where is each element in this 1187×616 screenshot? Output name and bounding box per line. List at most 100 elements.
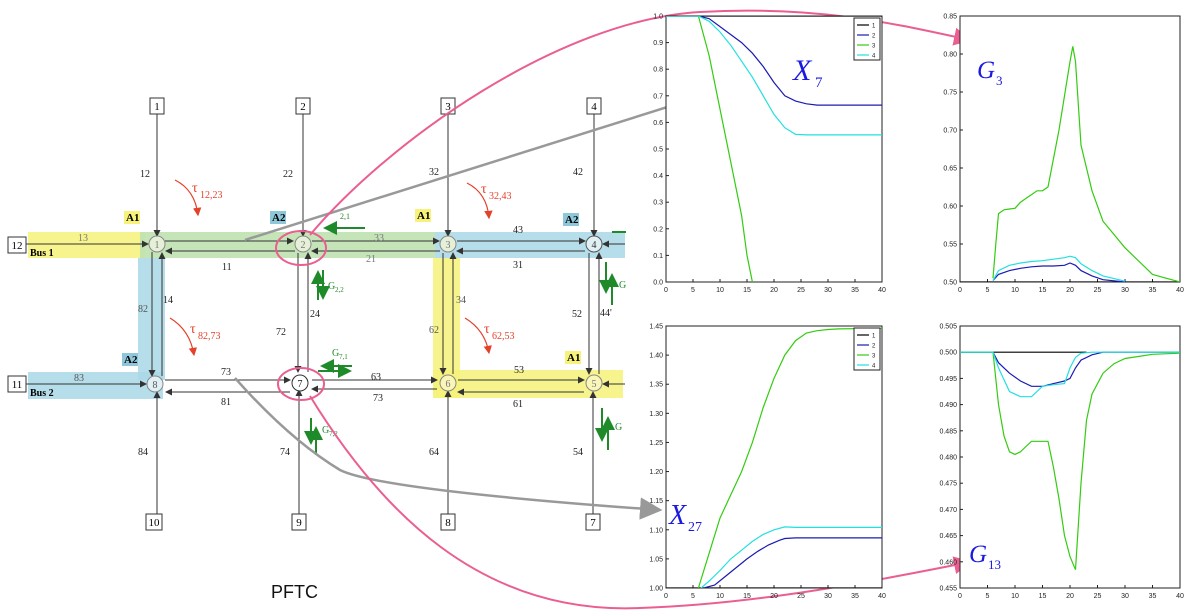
legend-label: 1 xyxy=(872,334,876,340)
y-tick-label: 0.85 xyxy=(943,14,957,21)
y-tick-label: 0.480 xyxy=(939,455,957,462)
link-label: 82 xyxy=(138,304,148,315)
signal-sub: 2,2 xyxy=(335,286,344,294)
link-label: 84 xyxy=(138,447,148,458)
y-tick-label: 0.495 xyxy=(939,376,957,383)
y-tick-label: 1.45 xyxy=(649,324,663,331)
signal-label: G xyxy=(332,348,339,359)
bus-1-label: Bus 1 xyxy=(30,248,54,259)
y-tick-label: 0.5 xyxy=(653,147,663,154)
y-tick-label: 0.7 xyxy=(653,93,663,100)
node-4: 4 xyxy=(592,240,597,251)
x-tick-label: 0 xyxy=(664,593,668,600)
y-tick-label: 0.1 xyxy=(653,253,663,260)
link-label: 33 xyxy=(374,233,384,244)
signal-label: G xyxy=(615,422,622,433)
y-tick-label: 0.460 xyxy=(939,559,957,566)
link-label: 13 xyxy=(78,233,88,244)
x-tick-label: 40 xyxy=(878,593,886,600)
link-label: 62 xyxy=(429,325,439,336)
road-links xyxy=(26,114,625,514)
tau-sub: 82,73 xyxy=(198,331,221,342)
x-tick-label: 15 xyxy=(743,287,751,294)
series-3-line xyxy=(960,351,1180,570)
y-tick-label: 1.35 xyxy=(649,382,663,389)
link-label: 83 xyxy=(74,373,84,384)
x-tick-label: 0 xyxy=(958,593,962,600)
x-tick-label: 10 xyxy=(1011,593,1019,600)
legend-label: 1 xyxy=(872,24,876,30)
area-tag: A1 xyxy=(567,352,580,364)
tau-label: τ xyxy=(192,181,198,196)
y-tick-label: 0.485 xyxy=(939,428,957,435)
legend-label: 3 xyxy=(872,44,876,50)
x7-label-sub: 7 xyxy=(815,75,823,91)
tau-label: τ xyxy=(190,322,196,337)
node-7: 7 xyxy=(298,379,303,390)
y-tick-label: 1.30 xyxy=(649,411,663,418)
x27-label: X xyxy=(668,500,687,531)
node-8: 8 xyxy=(153,380,158,391)
y-tick-label: 0.470 xyxy=(939,507,957,514)
x-tick-label: 5 xyxy=(691,287,695,294)
g3-label-sub: 3 xyxy=(996,73,1003,88)
x-tick-label: 35 xyxy=(1149,593,1157,600)
x27-label-sub: 27 xyxy=(688,520,702,535)
y-tick-label: 0.490 xyxy=(939,402,957,409)
node-2: 2 xyxy=(301,240,306,251)
tau-sub: 62,53 xyxy=(492,331,515,342)
x-tick-label: 35 xyxy=(851,287,859,294)
link-label: 24 xyxy=(310,309,320,320)
y-tick-label: 0.70 xyxy=(943,128,957,135)
link-label: 32 xyxy=(429,167,439,178)
x-tick-label: 25 xyxy=(1094,287,1102,294)
x-tick-label: 10 xyxy=(1011,287,1019,294)
entrance-8: 8 xyxy=(445,517,451,529)
x-tick-label: 10 xyxy=(716,593,724,600)
y-tick-label: 0.60 xyxy=(943,204,957,211)
node-5: 5 xyxy=(592,379,597,390)
y-tick-label: 0.475 xyxy=(939,481,957,488)
y-tick-label: 0.4 xyxy=(653,173,663,180)
y-tick-label: 1.0 xyxy=(653,14,663,21)
y-tick-label: 0.3 xyxy=(653,200,663,207)
link-label: 14 xyxy=(163,295,173,306)
link-label: 44' xyxy=(600,308,612,319)
link-label: 31 xyxy=(513,260,523,271)
entrance-1: 1 xyxy=(154,101,160,113)
x-tick-label: 30 xyxy=(824,593,832,600)
legend-label: 3 xyxy=(872,354,876,360)
x-tick-label: 20 xyxy=(1066,593,1074,600)
signal-arrows xyxy=(304,221,626,455)
link-label: 43 xyxy=(513,225,523,236)
legend xyxy=(853,17,881,61)
g3-label: G xyxy=(977,57,995,84)
x-tick-label: 15 xyxy=(743,593,751,600)
y-tick-label: 1.05 xyxy=(649,556,663,563)
plot-area xyxy=(665,325,883,589)
node-3: 3 xyxy=(446,240,451,251)
link-label: 54 xyxy=(573,447,583,458)
entrance-10: 10 xyxy=(149,517,161,529)
series-4-line xyxy=(960,351,1180,398)
y-tick-label: 0.500 xyxy=(939,350,957,357)
link-labels: 12 22 32 42 13 11 33 21 43 31 82 14 72 2… xyxy=(74,167,612,458)
legend-label: 2 xyxy=(872,344,876,350)
plot-area xyxy=(959,325,1181,589)
x-tick-label: 25 xyxy=(1094,593,1102,600)
x-tick-label: 30 xyxy=(1121,287,1129,294)
y-tick-label: 1.25 xyxy=(649,440,663,447)
x-tick-label: 35 xyxy=(1149,287,1157,294)
area-tag: A1 xyxy=(126,212,139,224)
y-tick-label: 1.40 xyxy=(649,353,663,360)
entrance-3: 3 xyxy=(445,101,451,113)
g13-label-sub: 13 xyxy=(988,557,1001,572)
series-2-line xyxy=(703,537,882,588)
x-tick-label: 40 xyxy=(878,287,886,294)
node-7-highlight xyxy=(277,367,325,401)
y-tick-label: 1.15 xyxy=(649,498,663,505)
